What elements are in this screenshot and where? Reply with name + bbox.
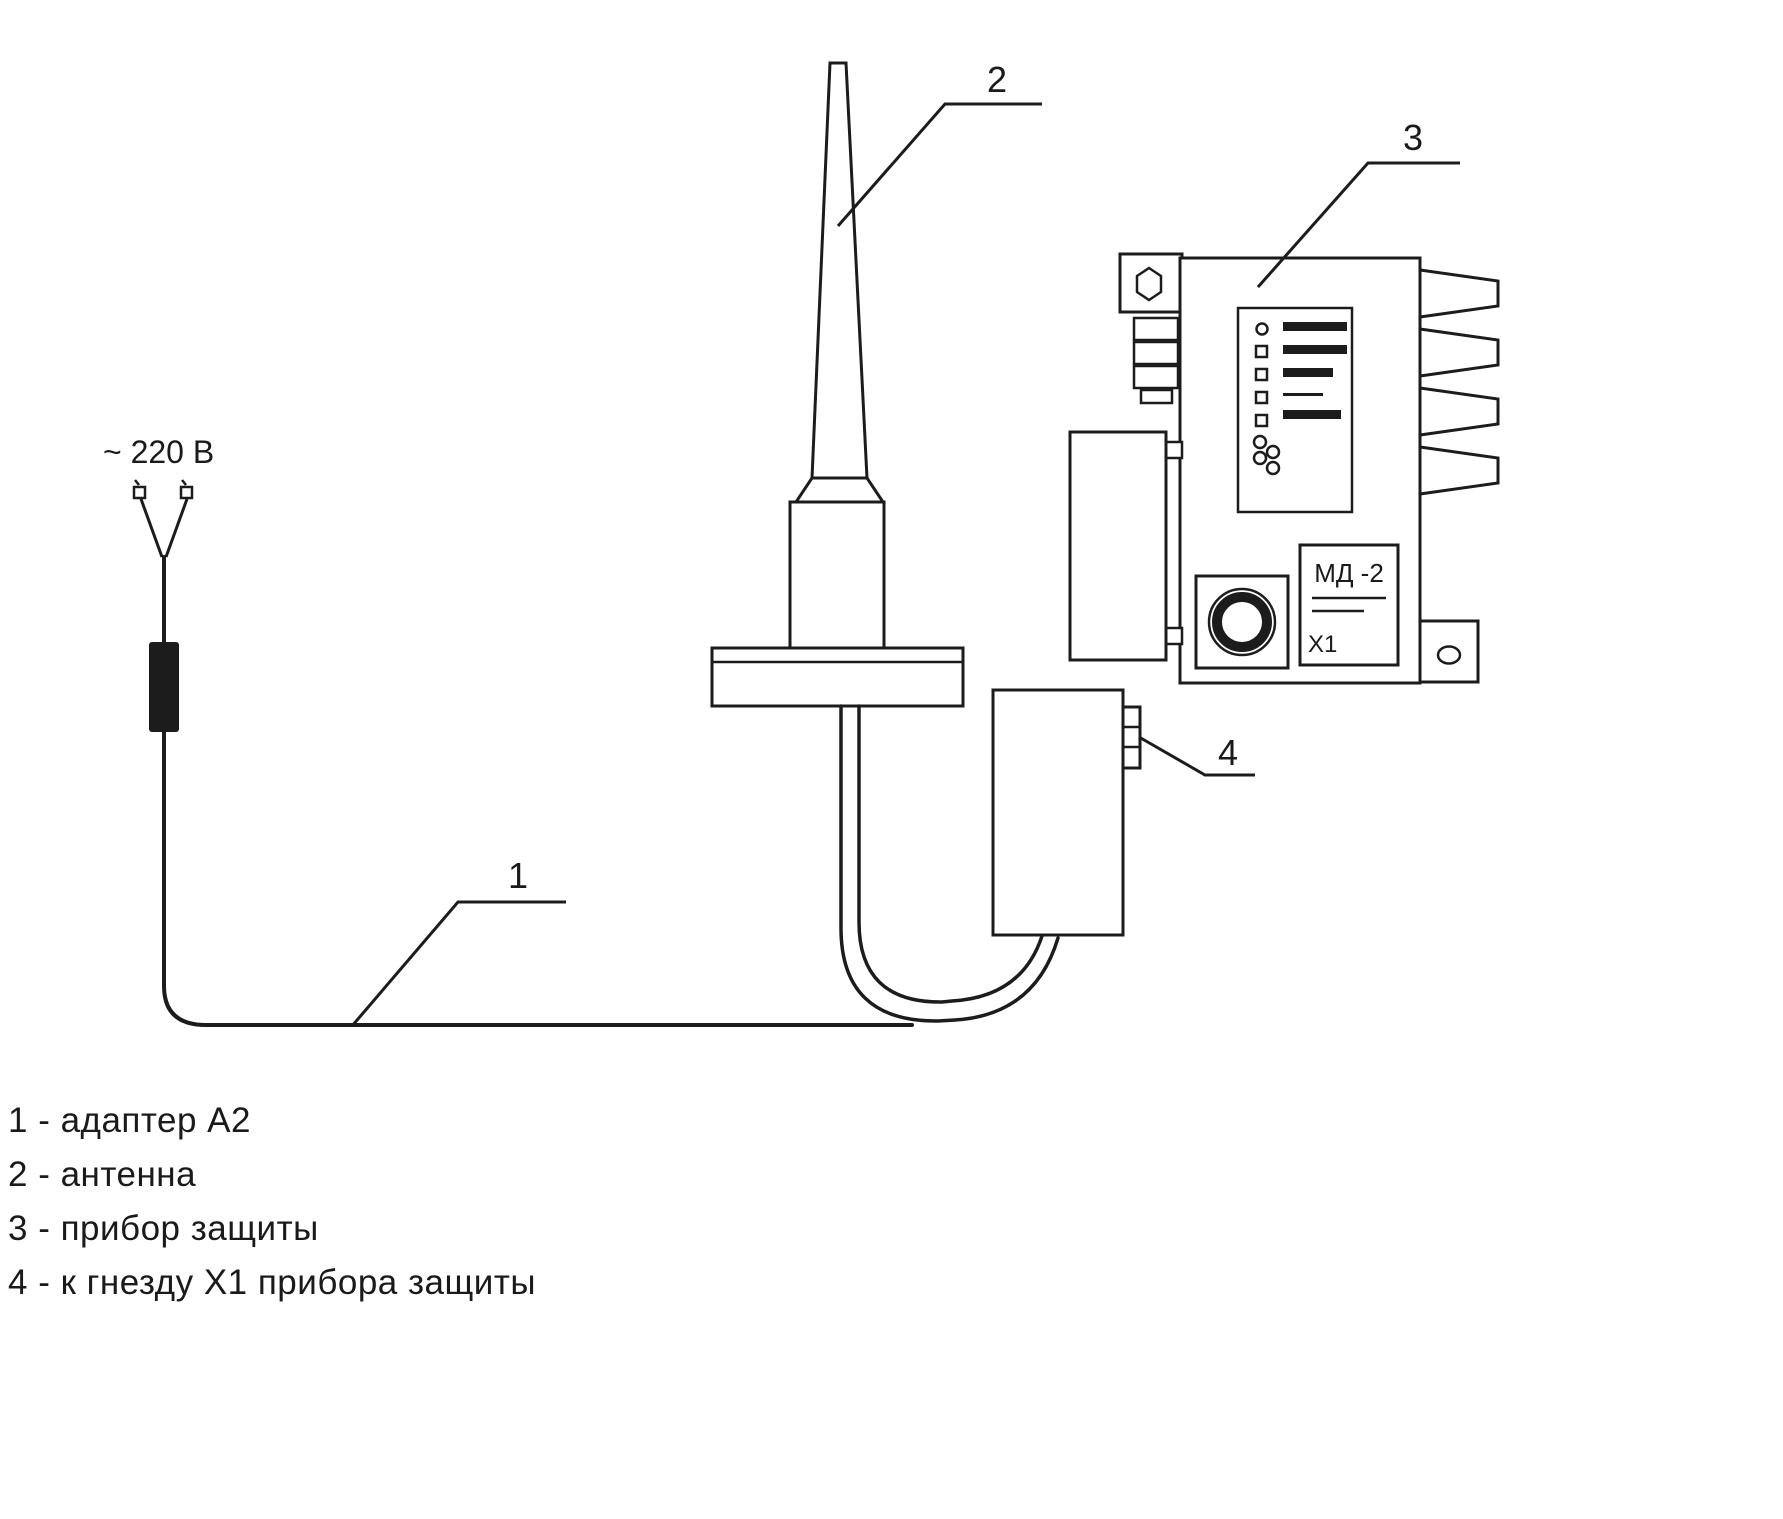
adapter-cable: [162, 555, 914, 1027]
plug-wire-right: [164, 498, 189, 558]
protection-device: МД -2 X1: [1068, 252, 1500, 685]
callout-4: 4: [1138, 732, 1255, 777]
callout-1: 1: [350, 855, 566, 1027]
socket-x1-label: X1: [1308, 631, 1337, 658]
plug-prong-left-tip: [134, 479, 140, 486]
callout-4-leader: [1138, 735, 1255, 777]
buzzer-outer-circle: [1207, 587, 1277, 657]
indicator-checkbox-icon: [1254, 367, 1269, 382]
indicator-ring-icon: [1265, 444, 1281, 460]
legend: 1 - адаптер А2 2 - антенна 3 - прибор за…: [8, 1094, 536, 1310]
indicator-ring-icon: [1252, 434, 1268, 450]
mounting-hole-oval: [1436, 645, 1462, 665]
callout-3-leader: [1256, 161, 1460, 288]
callout-1-number: 1: [508, 855, 528, 896]
callout-3-number: 3: [1403, 117, 1423, 158]
model-plate-title: МД -2: [1314, 558, 1384, 588]
antenna: [710, 61, 1060, 1023]
callout-2-number: 2: [987, 59, 1007, 100]
indicator-ring-icon: [1265, 460, 1281, 476]
terminal-cell-small: [1139, 388, 1174, 405]
antenna-flange: [710, 646, 965, 708]
heat-fin-3: [1418, 386, 1500, 437]
plug-wire-left: [139, 498, 164, 558]
connector-unit-body: [991, 688, 1125, 937]
voltage-label: ~ 220 В: [103, 434, 214, 470]
legend-item: 1 - адаптер А2: [8, 1101, 251, 1140]
antenna-body: [788, 500, 886, 650]
indicator-checkbox-icon: [1254, 390, 1269, 405]
antenna-cone: [810, 61, 869, 480]
side-module-body: [1068, 430, 1168, 662]
plug-prong-right-icon: [179, 485, 194, 500]
callout-2-leader: [836, 102, 1042, 227]
buzzer: [1194, 574, 1290, 670]
legend-item: 4 - к гнезду X1 прибора защиты: [8, 1263, 537, 1302]
connector-unit: [991, 688, 1142, 937]
inscription-bar: [1283, 345, 1347, 354]
indicator-checkbox-icon: [1254, 344, 1269, 359]
plug-prong-right-tip: [181, 479, 187, 486]
heat-fin-2: [1418, 327, 1500, 378]
power-plug: ~ 220 В: [103, 434, 214, 732]
callout-3: 3: [1256, 117, 1460, 288]
terminal-block: [1132, 316, 1180, 405]
terminal-cell: [1132, 316, 1180, 342]
callout-1-leader: [350, 900, 566, 1027]
model-plate: МД -2 X1: [1298, 543, 1400, 667]
buzzer-frame: [1194, 574, 1290, 670]
probe-cable-inner: [857, 704, 1044, 1004]
mounting-ear-top: [1118, 252, 1184, 314]
model-plate-frame: [1298, 543, 1400, 667]
legend-item: 2 - антенна: [8, 1155, 197, 1194]
inscription-bar: [1283, 322, 1347, 331]
indicator-led-icon: [1255, 322, 1269, 336]
mounting-ear-bottom: [1418, 619, 1480, 684]
callout-2: 2: [836, 59, 1042, 227]
side-module: [1068, 430, 1184, 662]
connector-plug-x1: [1121, 705, 1142, 770]
antenna-collar: [793, 476, 886, 504]
indicator-ring-icon: [1252, 450, 1268, 466]
buzzer-ring-icon: [1212, 592, 1272, 652]
indicator-plate: [1236, 306, 1354, 514]
mains-cable: [162, 555, 914, 1027]
indicator-checkbox-icon: [1254, 413, 1269, 428]
legend-item: 3 - прибор защиты: [8, 1209, 319, 1248]
probe-cable-outer: [839, 704, 1060, 1023]
inscription-line: [1283, 393, 1323, 396]
connector-plug-ridges: [1123, 725, 1140, 749]
heat-fin-4: [1418, 445, 1500, 496]
terminal-cell: [1132, 340, 1180, 366]
mounting-hole-hex: [1135, 266, 1163, 302]
plug-prong-left-icon: [132, 485, 147, 500]
callout-4-number: 4: [1218, 732, 1238, 773]
heat-fin-1: [1418, 268, 1500, 319]
inscription-bar: [1283, 368, 1333, 377]
terminal-cell: [1132, 364, 1180, 390]
inscription-bar: [1283, 410, 1341, 419]
